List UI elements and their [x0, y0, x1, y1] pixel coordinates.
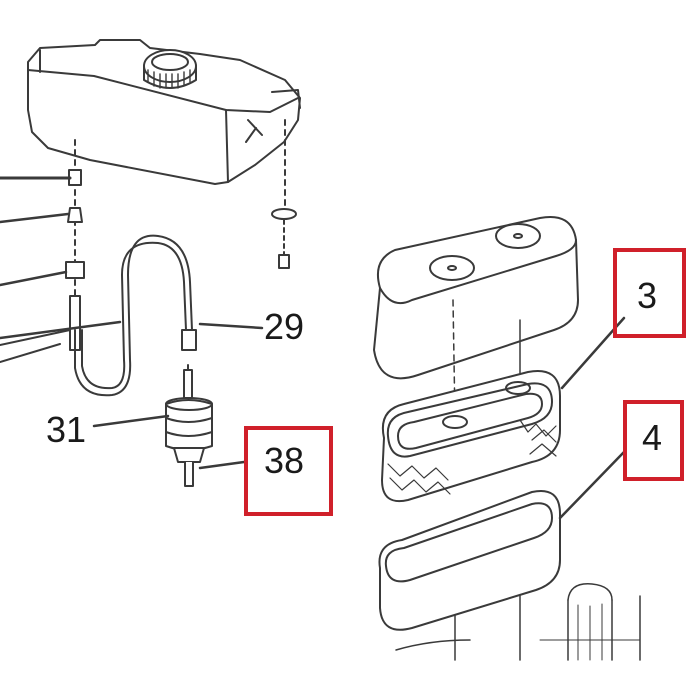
- fuel-tank: [27, 39, 301, 185]
- highlight-box-3: [613, 248, 686, 338]
- left-leader-lines: [0, 176, 122, 363]
- fuel-outlet-fittings: [65, 139, 85, 351]
- air-cleaner-base: [395, 583, 641, 661]
- callout-31: 31: [46, 409, 87, 450]
- air-cleaner-cover: [373, 216, 579, 380]
- hose-clamp: [181, 329, 197, 351]
- pre-cleaner: [378, 490, 561, 631]
- callout-29: 29: [264, 306, 305, 347]
- highlight-box-4: [623, 400, 684, 481]
- fuel-filter: [165, 364, 213, 487]
- callout-4: 4: [642, 417, 663, 458]
- highlight-box-38: [244, 426, 333, 516]
- air-filter-element: [381, 370, 561, 502]
- callout-3: 3: [637, 275, 658, 316]
- callout-38: 38: [264, 440, 305, 481]
- fuel-hose: [74, 234, 193, 397]
- tank-mount-bolt: [271, 119, 297, 269]
- callout-leader-lines: [92, 316, 626, 520]
